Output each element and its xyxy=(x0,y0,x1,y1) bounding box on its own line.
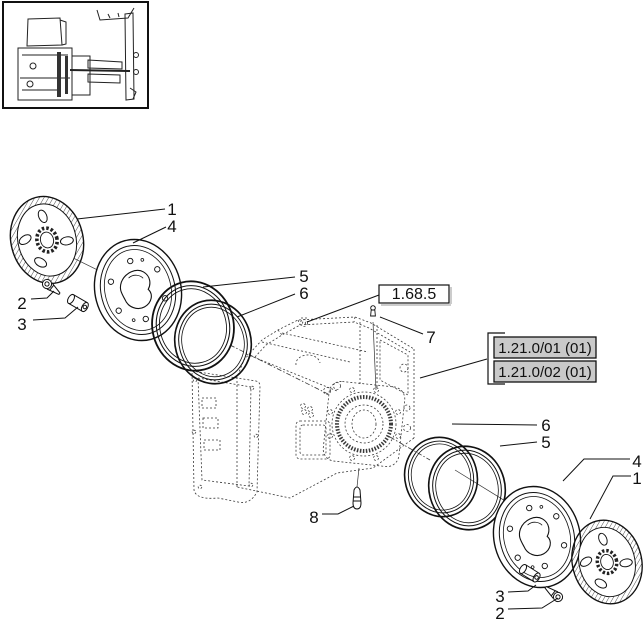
section-ref-label: 1.68.5 xyxy=(392,286,437,303)
callout-1-right: 1 xyxy=(632,469,641,488)
callout-5-left: 5 xyxy=(299,267,308,286)
callout-1-left: 1 xyxy=(167,200,176,219)
roller-left xyxy=(65,292,91,314)
variant-bracket xyxy=(487,332,505,385)
callout-2-right: 2 xyxy=(495,604,504,622)
callout-5-right: 5 xyxy=(541,433,550,452)
plug-position-line xyxy=(356,467,360,488)
callout-7: 7 xyxy=(426,328,435,347)
variant-ref-group: 1.21.0/01 (01) 1.21.0/02 (01) xyxy=(487,332,597,385)
callout-6-left: 6 xyxy=(299,284,308,303)
bleed-bore-line xyxy=(372,321,377,391)
hydraulic-fitting xyxy=(300,319,308,327)
overview-thumbnail[interactable] xyxy=(2,1,149,109)
callout-4-left: 4 xyxy=(167,217,176,236)
transmission-housing xyxy=(191,316,415,503)
plug-8 xyxy=(352,486,362,510)
variant-ref-box-1[interactable]: 1.21.0/01 (01) xyxy=(493,336,597,359)
sump-cover xyxy=(191,370,261,503)
brake-bore xyxy=(322,381,406,467)
leader-lines xyxy=(30,208,631,610)
brake-disc-left xyxy=(0,186,95,294)
section-ref-box[interactable]: 1.68.5 xyxy=(378,284,452,306)
variant-ref-label-1: 1.21.0/01 (01) xyxy=(498,340,591,357)
variant-ref-label-2: 1.21.0/02 (01) xyxy=(498,364,591,381)
variant-ref-box-2[interactable]: 1.21.0/02 (01) xyxy=(493,360,597,383)
callout-4-right: 4 xyxy=(632,452,641,471)
callout-2-left: 2 xyxy=(17,294,26,313)
pressure-plate-left xyxy=(82,228,194,352)
callout-8: 8 xyxy=(309,508,318,527)
callout-3-left: 3 xyxy=(17,315,26,334)
callout-3-right: 3 xyxy=(495,587,504,606)
bleed-screw xyxy=(370,305,376,317)
callout-6-right: 6 xyxy=(541,416,550,435)
